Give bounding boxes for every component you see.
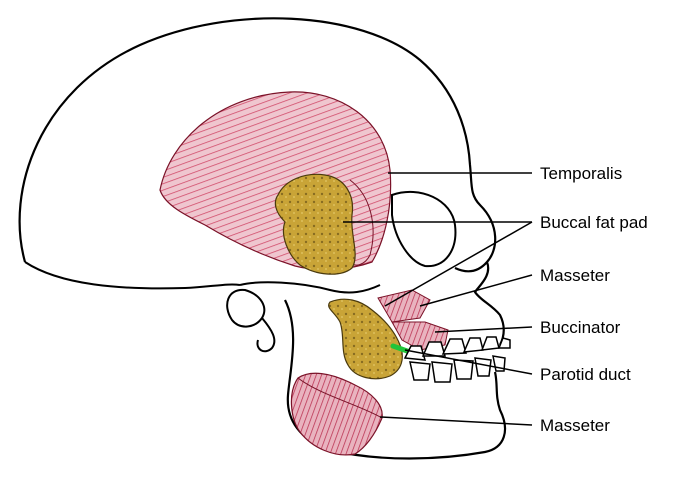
skull-base-outline xyxy=(25,262,240,288)
condyle-outline xyxy=(257,318,274,351)
label-buccal-fat-pad: Buccal fat pad xyxy=(540,213,648,232)
orbit-outline xyxy=(392,192,455,266)
leader-masseter-lower xyxy=(380,417,532,425)
temporalis-muscle xyxy=(160,92,391,270)
masseter-lower-muscle xyxy=(291,373,382,455)
mastoid-outline xyxy=(227,290,264,327)
leader-buccinator xyxy=(435,327,532,332)
label-masseter-lower: Masseter xyxy=(540,416,610,435)
zygomatic-arch-outline xyxy=(240,282,380,292)
label-parotid-duct: Parotid duct xyxy=(540,365,631,384)
label-temporalis: Temporalis xyxy=(540,164,622,183)
label-masseter-upper: Masseter xyxy=(540,266,610,285)
leader-masseter-upper xyxy=(420,275,532,306)
label-buccinator: Buccinator xyxy=(540,318,621,337)
